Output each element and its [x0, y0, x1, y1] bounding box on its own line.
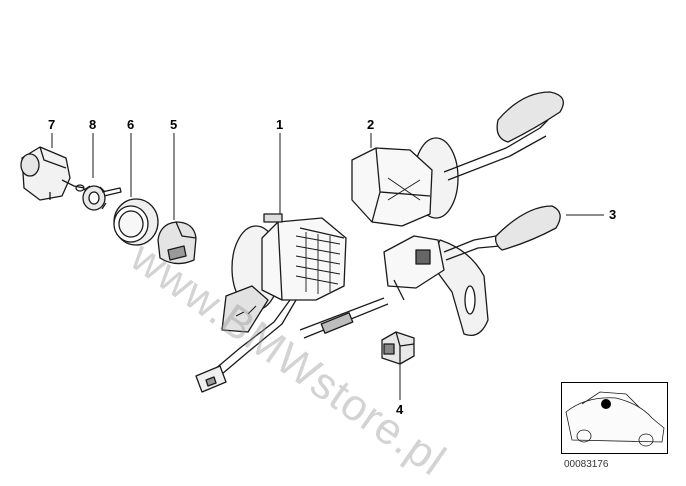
- location-thumbnail-frame: [561, 382, 668, 454]
- wiring-harness: [195, 297, 389, 393]
- document-number: 00083176: [564, 459, 609, 470]
- part-7-ignition-lock-housing: [20, 146, 85, 201]
- callout-4: 4: [396, 402, 404, 417]
- callout-8: 8: [89, 117, 97, 132]
- callout-6: 6: [127, 117, 135, 132]
- part-2-wiper-switch: [351, 91, 564, 227]
- part-1-switch-unit: [221, 213, 347, 333]
- leader-lines: [51, 133, 604, 400]
- callout-1: 1: [276, 117, 284, 132]
- callout-2: 2: [367, 117, 375, 132]
- part-4-switch-block: [381, 331, 415, 365]
- callout-3: 3: [609, 207, 617, 222]
- callout-7: 7: [48, 117, 56, 132]
- part-6-ring: [113, 198, 159, 246]
- callout-5: 5: [170, 117, 178, 132]
- part-3-indicator-switch: [383, 205, 561, 337]
- part-8-gear-ring: [82, 185, 122, 211]
- part-5-knob: [157, 221, 197, 265]
